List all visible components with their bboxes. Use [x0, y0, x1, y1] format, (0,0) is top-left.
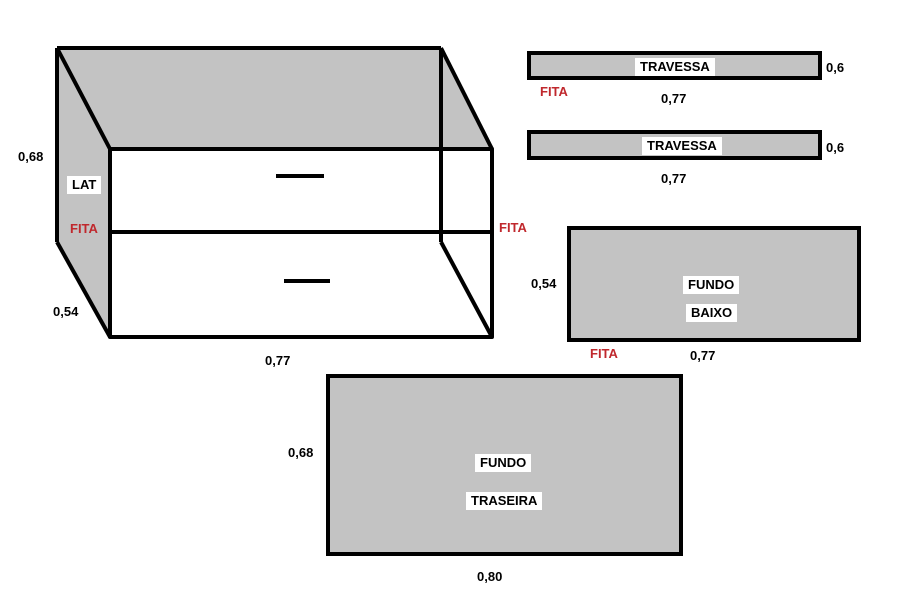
bottom-panel-height-label: 0,54: [531, 276, 557, 291]
back-panel-width-label: 0,80: [477, 569, 503, 584]
cabinet-height-label: 0,68: [18, 149, 44, 164]
cabinet-tape-left-label: FITA: [70, 221, 98, 236]
crossbar-top-height-label: 0,6: [826, 60, 845, 75]
bottom-panel-label-line1: FUNDO: [683, 276, 740, 294]
crossbar-top-label: TRAVESSA: [635, 58, 715, 76]
bottom-panel-label-line2: BAIXO: [686, 304, 738, 322]
back-panel-height-label: 0,68: [288, 445, 314, 460]
crossbar-top-tape-label: FITA: [540, 84, 568, 99]
crossbar-second-width-label: 0,77: [661, 171, 687, 186]
cabinet-edges: [55, 46, 494, 339]
cabinet-tape-right-label: FITA: [499, 220, 527, 235]
cabinet-top-face: [57, 48, 492, 149]
crossbar-second-label: TRAVESSA: [642, 137, 722, 155]
back-panel-label-line2: TRASEIRA: [466, 492, 543, 510]
cabinet-3d: [55, 46, 494, 339]
crossbar-top-width-label: 0,77: [661, 91, 687, 106]
back-panel-label-line1: FUNDO: [475, 454, 532, 472]
crossbar-second-height-label: 0,6: [826, 140, 845, 155]
bottom-panel-tape-label: FITA: [590, 346, 618, 361]
bottom-panel-width-label: 0,77: [690, 348, 716, 363]
cabinet-front-face: [110, 149, 492, 337]
cabinet-depth-label: 0,54: [53, 304, 79, 319]
cabinet-width-label: 0,77: [265, 353, 291, 368]
cabinet-side-label: LAT: [67, 176, 102, 194]
